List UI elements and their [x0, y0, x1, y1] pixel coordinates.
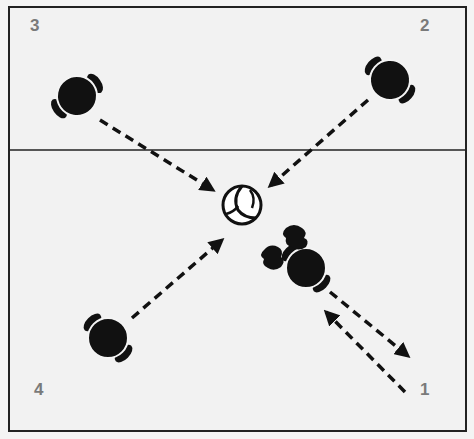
player-3	[43, 64, 112, 129]
setter-hands	[261, 225, 308, 270]
position-number: 2	[420, 17, 429, 34]
court	[9, 7, 466, 431]
ball	[223, 186, 261, 224]
position-number: 1	[420, 381, 429, 398]
position-number: 3	[30, 17, 39, 34]
net-line	[9, 149, 466, 151]
pass-arrows	[100, 100, 408, 392]
player-2	[356, 47, 425, 114]
position-number: 4	[34, 381, 43, 398]
player-4	[74, 304, 142, 372]
